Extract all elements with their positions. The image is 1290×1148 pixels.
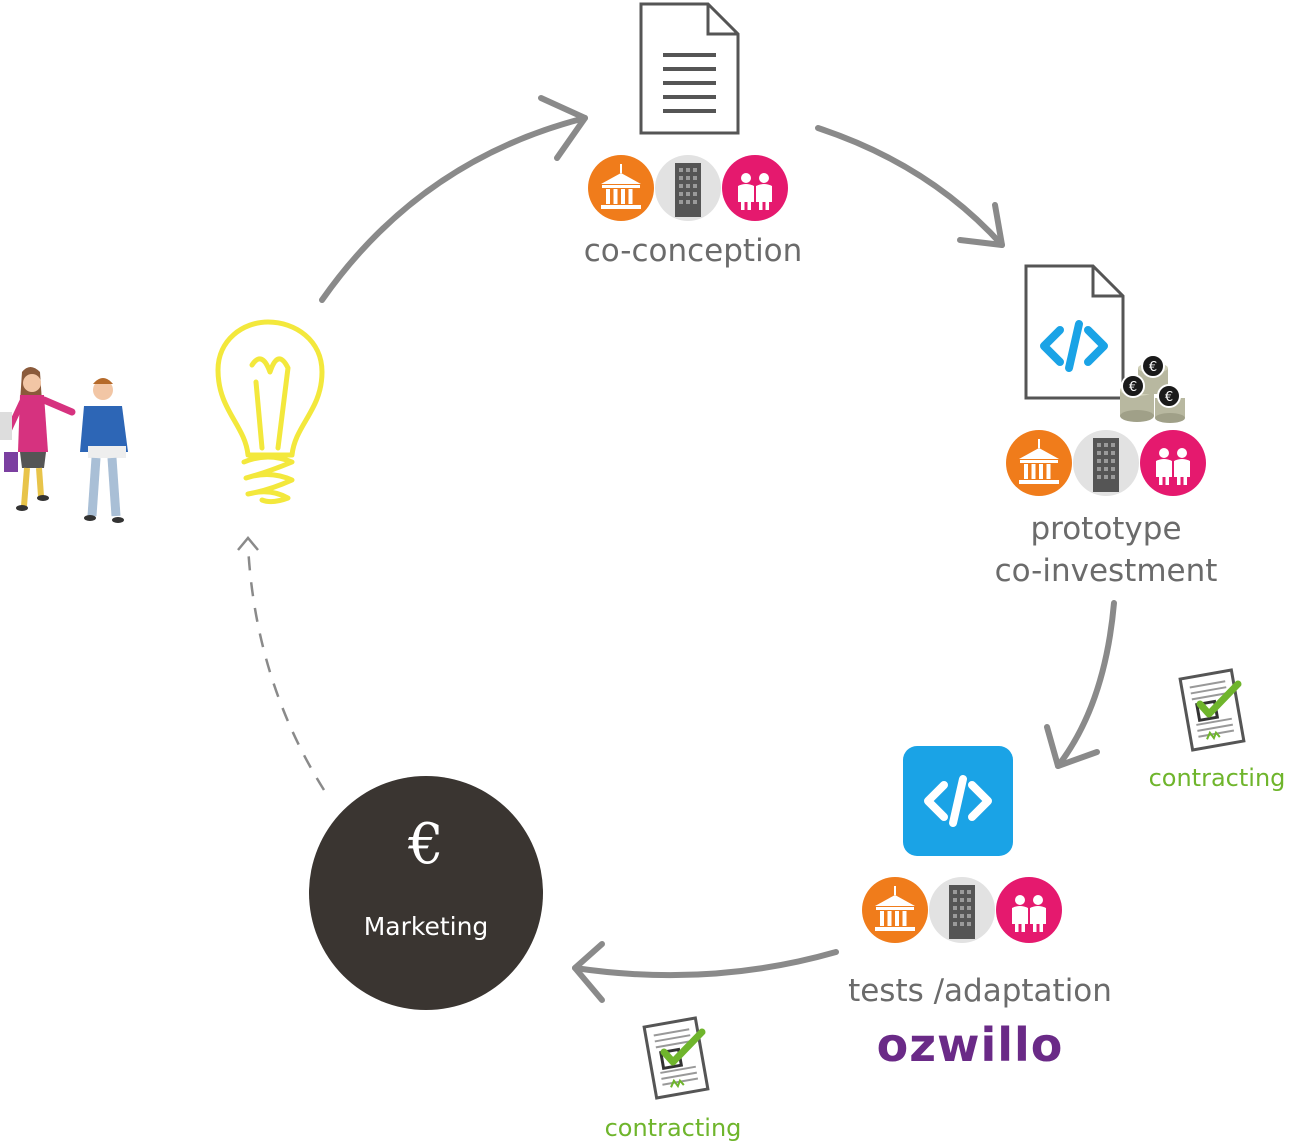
institution-icon bbox=[862, 877, 928, 943]
svg-text:€: € bbox=[1165, 390, 1173, 405]
contract-checked-icon bbox=[1180, 670, 1244, 750]
label-tests: tests /adaptation bbox=[848, 973, 1112, 1009]
code-tile-icon bbox=[903, 746, 1013, 856]
arrow-conception-to-prototype bbox=[815, 125, 1005, 248]
arrow-idea-to-conception bbox=[319, 95, 588, 303]
label-contracting-right: contracting bbox=[1148, 764, 1286, 792]
people-icon bbox=[996, 877, 1062, 943]
euro-symbol: € bbox=[408, 812, 444, 877]
actors-co-conception bbox=[588, 155, 788, 221]
marketing-circle bbox=[309, 776, 543, 1010]
arrow-prototype-to-tests bbox=[1044, 600, 1117, 769]
code-file-icon bbox=[1024, 264, 1125, 400]
contract-checked-icon bbox=[644, 1018, 708, 1098]
label-prototype: prototype co-investment bbox=[994, 511, 1218, 589]
building-icon bbox=[1073, 430, 1139, 496]
institution-icon bbox=[588, 155, 654, 221]
building-icon bbox=[655, 155, 721, 221]
document-icon bbox=[639, 2, 740, 135]
people-icon bbox=[722, 155, 788, 221]
brand-logo-text: ozwillo bbox=[876, 1018, 1064, 1072]
users-illustration bbox=[0, 367, 128, 523]
label-marketing: Marketing bbox=[363, 912, 489, 941]
people-icon bbox=[1140, 430, 1206, 496]
actors-prototype bbox=[1006, 430, 1206, 496]
label-contracting-bottom: contracting bbox=[604, 1114, 742, 1142]
euro-coins-icon: € € € bbox=[1120, 354, 1185, 423]
lightbulb-icon bbox=[215, 319, 325, 505]
label-co-conception: co-conception bbox=[583, 233, 803, 269]
actors-tests bbox=[862, 877, 1062, 943]
arrow-marketing-to-idea-dashed bbox=[237, 536, 326, 791]
arrow-tests-to-marketing bbox=[572, 941, 839, 1003]
svg-text:€: € bbox=[1129, 380, 1137, 395]
svg-text:€: € bbox=[1149, 360, 1157, 375]
building-icon bbox=[929, 877, 995, 943]
institution-icon bbox=[1006, 430, 1072, 496]
